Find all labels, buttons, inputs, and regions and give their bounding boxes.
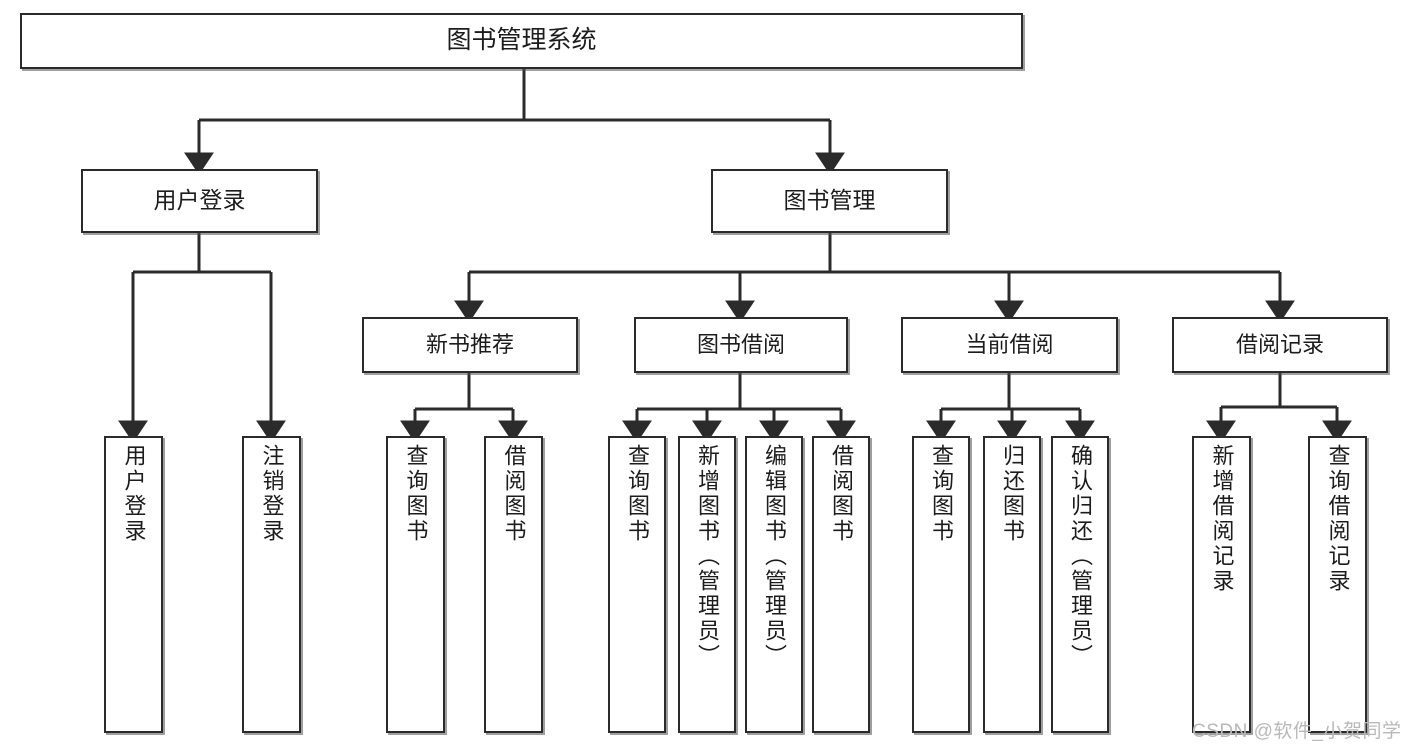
- node-root[interactable]: 图书管理系统: [20, 13, 1023, 69]
- node-leaf-add-book-label: 新增图书（管理员）: [694, 444, 720, 669]
- edge-group-book-manage: [454, 233, 1295, 323]
- node-leaf-query-book-2-label: 查询图书: [624, 444, 650, 544]
- node-leaf-user-logout-label: 注销登录: [259, 444, 285, 544]
- node-leaf-query-book-2[interactable]: 查询图书: [608, 436, 666, 733]
- edge-group-borrow-record: [1206, 373, 1352, 443]
- node-book-borrow[interactable]: 图书借阅: [634, 317, 848, 373]
- node-leaf-confirm-return[interactable]: 确认归还（管理员）: [1051, 436, 1109, 733]
- edge-group-root: [184, 69, 845, 175]
- node-leaf-borrow-book-1-label: 借阅图书: [501, 444, 527, 544]
- edge-group-book-borrow: [622, 373, 856, 443]
- node-leaf-query-record-label: 查询借阅记录: [1325, 444, 1351, 594]
- node-leaf-return-book[interactable]: 归还图书: [983, 436, 1041, 733]
- node-user-login[interactable]: 用户登录: [81, 169, 318, 233]
- node-leaf-return-book-label: 归还图书: [999, 444, 1025, 544]
- node-leaf-add-record-label: 新增借阅记录: [1209, 444, 1235, 594]
- node-leaf-query-book-1-label: 查询图书: [403, 444, 429, 544]
- node-borrow-record[interactable]: 借阅记录: [1172, 317, 1388, 373]
- node-leaf-user-logout[interactable]: 注销登录: [242, 436, 301, 733]
- node-leaf-confirm-return-label: 确认归还（管理员）: [1067, 444, 1093, 669]
- node-book-borrow-label: 图书借阅: [696, 332, 785, 358]
- node-borrow-record-label: 借阅记录: [1235, 332, 1324, 358]
- edge-group-new-book-rec: [400, 373, 528, 443]
- node-leaf-borrow-book-2-label: 借阅图书: [828, 444, 854, 544]
- node-book-manage-label: 图书管理: [783, 187, 876, 214]
- node-leaf-query-book-1[interactable]: 查询图书: [386, 436, 445, 733]
- edge-group-current-borrow: [926, 373, 1095, 443]
- node-leaf-query-book-3-label: 查询图书: [928, 444, 954, 544]
- node-root-label: 图书管理系统: [446, 26, 597, 55]
- edge-group-user-login: [118, 233, 286, 443]
- node-leaf-add-record[interactable]: 新增借阅记录: [1192, 436, 1251, 733]
- node-leaf-user-login-label: 用户登录: [121, 444, 147, 544]
- node-leaf-query-record[interactable]: 查询借阅记录: [1308, 436, 1367, 733]
- node-leaf-borrow-book-1[interactable]: 借阅图书: [484, 436, 543, 733]
- node-new-book-rec[interactable]: 新书推荐: [362, 317, 578, 373]
- node-leaf-edit-book-label: 编辑图书（管理员）: [761, 444, 787, 669]
- node-current-borrow-label: 当前借阅: [965, 332, 1054, 358]
- node-book-manage[interactable]: 图书管理: [711, 169, 948, 233]
- node-new-book-rec-label: 新书推荐: [425, 332, 514, 358]
- node-leaf-user-login[interactable]: 用户登录: [104, 436, 163, 733]
- node-leaf-edit-book[interactable]: 编辑图书（管理员）: [745, 436, 803, 733]
- node-leaf-borrow-book-2[interactable]: 借阅图书: [812, 436, 870, 733]
- node-current-borrow[interactable]: 当前借阅: [901, 317, 1118, 373]
- node-leaf-query-book-3[interactable]: 查询图书: [912, 436, 970, 733]
- node-user-login-label: 用户登录: [153, 187, 246, 214]
- node-leaf-add-book[interactable]: 新增图书（管理员）: [678, 436, 736, 733]
